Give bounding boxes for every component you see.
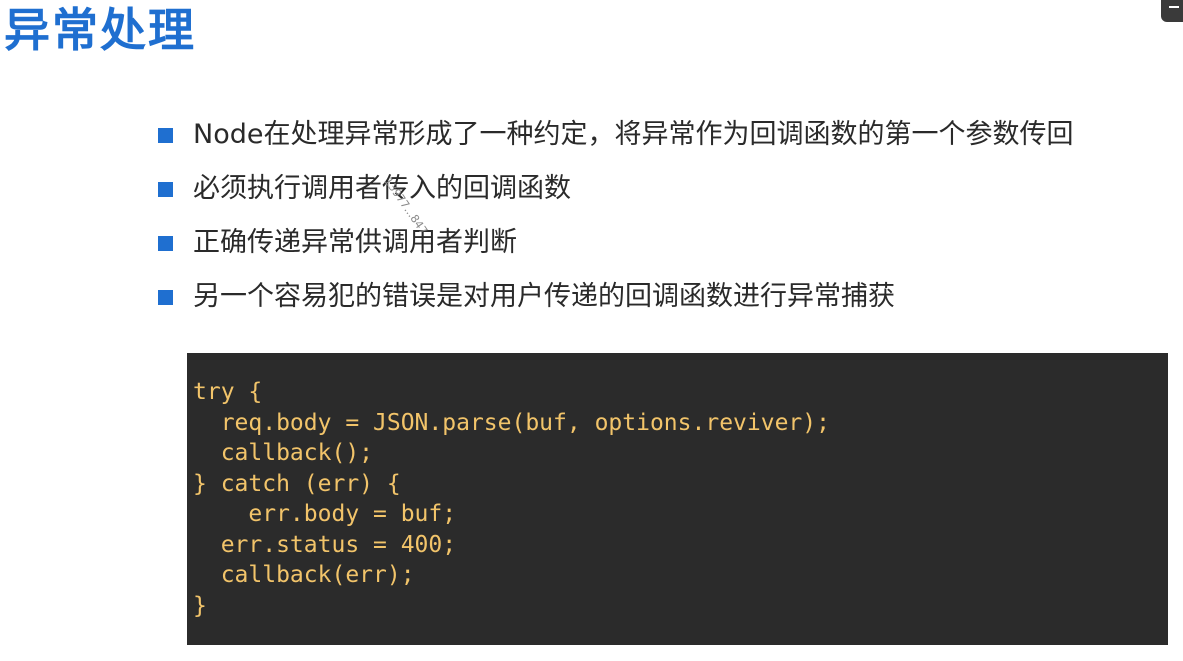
code-line: try {	[193, 379, 263, 405]
code-line: callback();	[193, 440, 374, 466]
code-line: callback(err);	[193, 562, 415, 588]
code-line: } catch (err) {	[193, 470, 401, 497]
bullet-text: 另一个容易犯的错误是对用户传递的回调函数进行异常捕获	[193, 281, 895, 312]
list-item: 必须执行调用者传入的回调函数	[158, 162, 1073, 216]
code-line: }	[193, 592, 207, 619]
square-bullet-icon	[158, 181, 173, 197]
code-line: req.body = JSON.parse(buf, options.reviv…	[193, 409, 830, 436]
code-line: err.body = buf;	[193, 501, 457, 527]
code-line: err.status = 400;	[193, 531, 457, 558]
bullet-text: 必须执行调用者传入的回调函数	[193, 173, 571, 204]
square-bullet-icon	[158, 235, 173, 251]
list-item: Node在处理异常形成了一种约定，将异常作为回调函数的第一个参数传回	[158, 108, 1073, 162]
bullet-text: Node在处理异常形成了一种约定，将异常作为回调函数的第一个参数传回	[193, 119, 1074, 150]
bullet-text: 正确传递异常供调用者判断	[193, 227, 517, 258]
square-bullet-icon	[158, 127, 173, 143]
page-title: 异常处理	[4, 3, 196, 57]
bullet-list: Node在处理异常形成了一种约定，将异常作为回调函数的第一个参数传回 必须执行调…	[158, 108, 1073, 324]
corner-icon	[1161, 0, 1183, 22]
list-item: 另一个容易犯的错误是对用户传递的回调函数进行异常捕获	[158, 270, 1073, 324]
list-item: 正确传递异常供调用者判断	[158, 216, 1073, 270]
square-bullet-icon	[158, 289, 173, 305]
code-block: try { req.body = JSON.parse(buf, options…	[187, 353, 1168, 645]
